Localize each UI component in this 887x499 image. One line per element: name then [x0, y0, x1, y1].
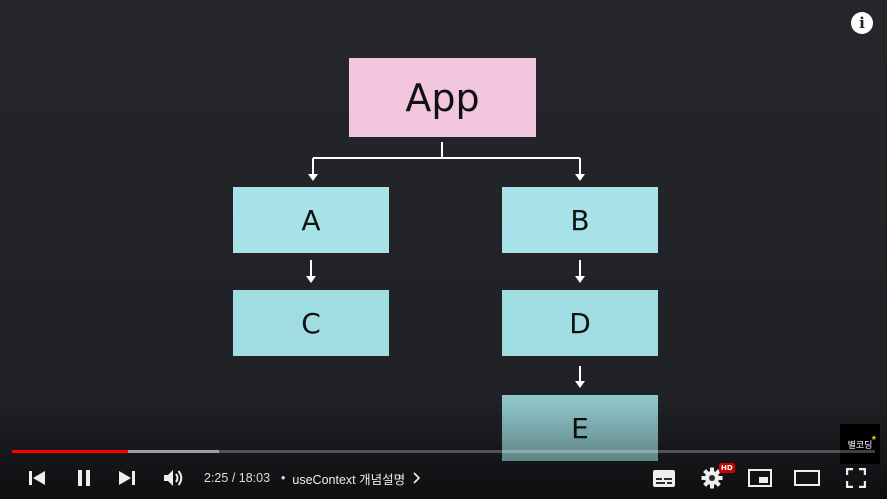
node-d: D — [502, 290, 658, 356]
previous-button[interactable] — [24, 458, 50, 498]
time-display: 2:25 / 18:03 — [204, 458, 270, 498]
theater-mode-button[interactable] — [793, 458, 821, 498]
fullscreen-button[interactable] — [842, 458, 870, 498]
time-total: 18:03 — [238, 471, 271, 485]
volume-icon — [164, 470, 183, 486]
progress-bar[interactable] — [12, 450, 875, 453]
info-icon[interactable]: i — [851, 12, 873, 34]
progress-played — [12, 450, 128, 453]
miniplayer-icon — [748, 469, 772, 487]
arrowhead-b — [575, 174, 585, 181]
skip-next-icon — [119, 471, 135, 485]
next-button[interactable] — [114, 458, 140, 498]
node-b: B — [502, 187, 658, 253]
play-pause-button[interactable] — [71, 458, 97, 498]
subtitles-button[interactable] — [650, 458, 678, 498]
chapter-title: useContext 개념설명 — [292, 472, 406, 487]
arrowhead-a — [308, 174, 318, 181]
chapter-button[interactable]: • useContext 개념설명 — [281, 458, 423, 498]
node-app: App — [349, 58, 536, 137]
node-a: A — [233, 187, 389, 253]
skip-previous-icon — [29, 471, 45, 485]
pause-icon — [78, 470, 90, 486]
star-icon: ★ — [870, 434, 877, 442]
fullscreen-icon — [846, 468, 866, 488]
player-controls: 2:25 / 18:03 • useContext 개념설명 — [0, 458, 887, 498]
chevron-right-icon — [413, 472, 421, 484]
node-c: C — [233, 290, 389, 356]
watermark-text: 별코딩 — [847, 440, 873, 451]
time-separator: / — [228, 471, 239, 485]
hd-badge: HD — [719, 463, 735, 473]
arrowhead-e — [575, 381, 585, 388]
arrowhead-c — [306, 276, 316, 283]
chapter-bullet: • — [281, 471, 286, 485]
channel-watermark[interactable]: 별코딩 ★ — [840, 424, 880, 464]
time-current: 2:25 — [204, 471, 229, 485]
theater-mode-icon — [794, 470, 820, 486]
controls-gradient — [0, 400, 887, 499]
miniplayer-button[interactable] — [746, 458, 774, 498]
volume-button[interactable] — [160, 458, 188, 498]
arrowhead-d — [575, 276, 585, 283]
subtitles-icon — [653, 469, 675, 487]
